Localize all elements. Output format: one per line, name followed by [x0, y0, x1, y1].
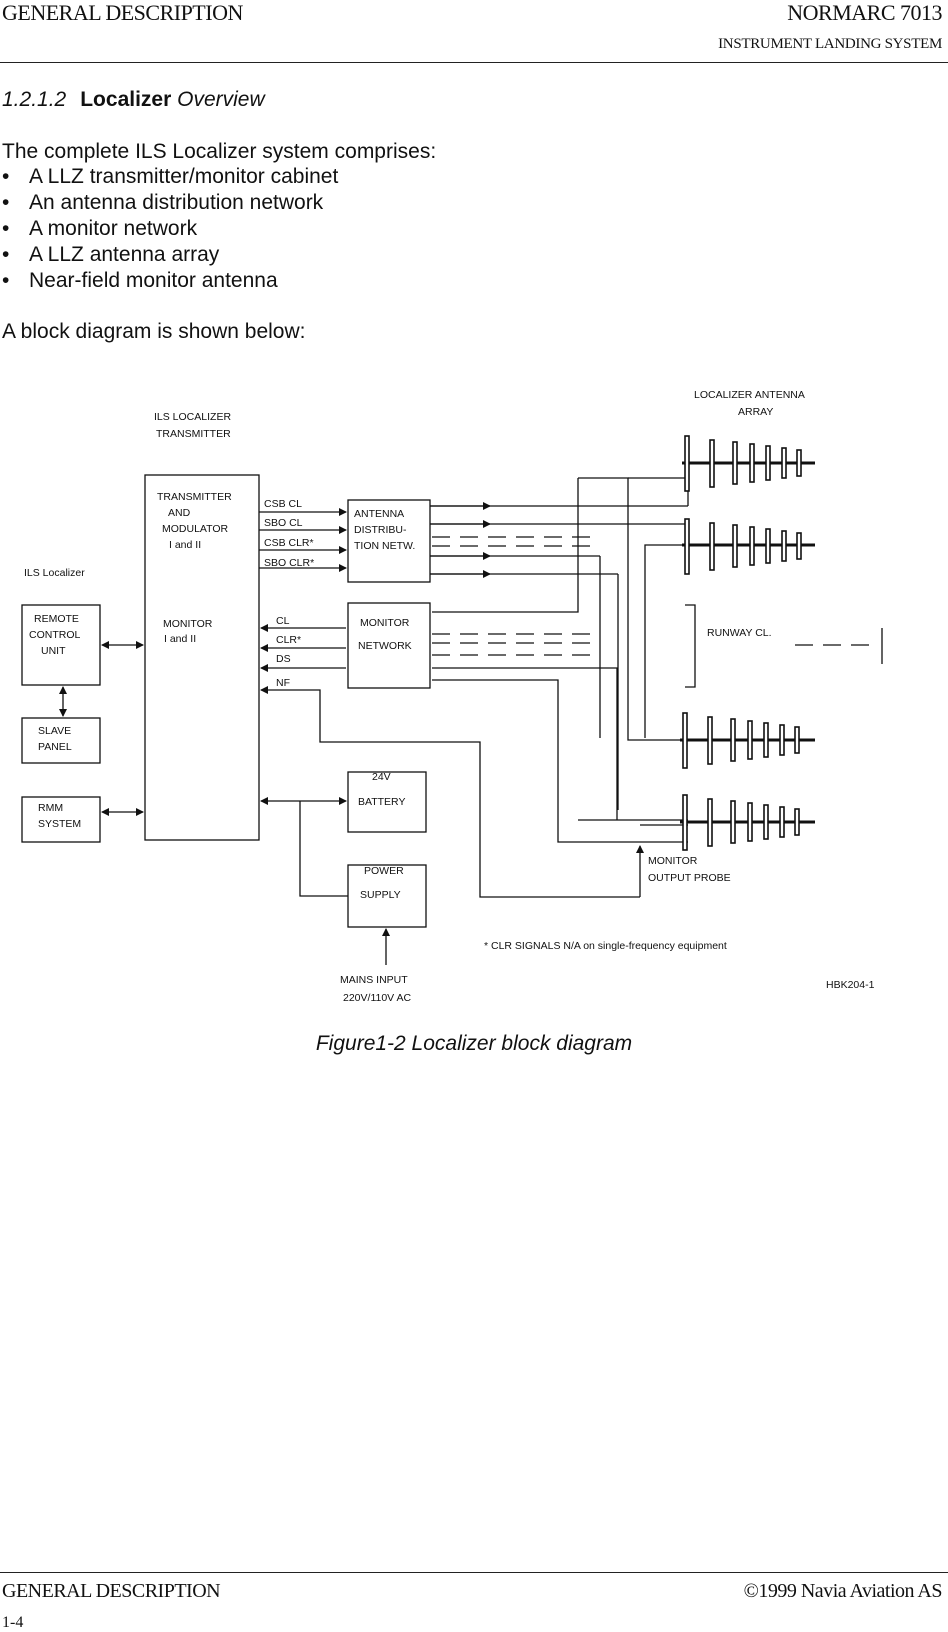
remote-control-box [21, 604, 101, 686]
label-monitor-network-2: NETWORK [358, 640, 412, 652]
label-tx-mod-2: AND [168, 507, 191, 519]
antenna-array-icon [680, 435, 815, 851]
label-tx-mod-3: MODULATOR [162, 523, 229, 535]
header-left: GENERAL DESCRIPTION [2, 0, 243, 25]
label-runway: RUNWAY CL. [707, 627, 772, 639]
bullet-icon: • [2, 165, 10, 188]
bullet-icon: • [2, 191, 10, 214]
battery-box [347, 771, 427, 833]
label-power-1: POWER [364, 865, 404, 877]
list-item: •A LLZ antenna array [2, 243, 220, 266]
list-item: •Near-field monitor antenna [2, 269, 278, 292]
label-nf: NF [276, 677, 290, 689]
label-sbo-cl: SBO CL [264, 517, 303, 529]
label-ils-tx-2: TRANSMITTER [156, 428, 231, 440]
label-remote-1: REMOTE [34, 613, 79, 625]
label-antenna-array: LOCALIZER ANTENNA [694, 389, 805, 401]
localizer-block-diagram: LOCALIZER ANTENNA ARRAY ILS LOCALIZER TR… [21, 389, 883, 1004]
label-antenna-dist-2: DISTRIBU- [354, 524, 407, 536]
label-footnote: * CLR SIGNALS N/A on single-frequency eq… [484, 940, 727, 952]
label-ds: DS [276, 653, 291, 665]
label-probe-1: MONITOR [648, 855, 698, 867]
label-rmm-2: SYSTEM [38, 818, 81, 830]
diagram-intro: A block diagram is shown below: [2, 320, 306, 343]
monitor-network-box [347, 602, 431, 689]
label-mains-2: 220V/110V AC [343, 992, 412, 1004]
label-power-2: SUPPLY [360, 889, 401, 901]
label-ils-tx-1: ILS LOCALIZER [154, 411, 231, 423]
label-csb-clr: CSB CLR* [264, 537, 314, 549]
antenna-distribution-box [347, 499, 431, 583]
label-probe-2: OUTPUT PROBE [648, 872, 731, 884]
footer-right: ©1999 Navia Aviation AS [743, 1580, 943, 1602]
footer-rule [0, 1572, 948, 1573]
label-battery-1: 24V [372, 771, 391, 783]
label-slave-1: SLAVE [38, 725, 71, 737]
list-item: •A LLZ transmitter/monitor cabinet [2, 165, 339, 188]
list-item: •A monitor network [2, 217, 198, 240]
footer-left: GENERAL DESCRIPTION [2, 1580, 221, 1602]
label-antenna-dist-3: TION NETW. [354, 540, 415, 552]
label-remote-2: CONTROL [29, 629, 80, 641]
header-rule [0, 62, 948, 63]
label-ils-localizer: ILS Localizer [24, 567, 85, 579]
section-title-italic: Overview [177, 88, 265, 111]
label-clr: CLR* [276, 634, 301, 646]
page-number: 1-4 [2, 1614, 24, 1631]
label-monitor-network-1: MONITOR [360, 617, 410, 629]
header-right: NORMARC 7013 [787, 0, 942, 25]
figure-caption: Figure1-2 Localizer block diagram [315, 1032, 633, 1055]
label-monitor-1: MONITOR [163, 618, 213, 630]
bullet-icon: • [2, 243, 10, 266]
label-tx-mod-4: I and II [169, 539, 201, 551]
intro-text: The complete ILS Localizer system compri… [2, 140, 437, 163]
bullet-icon: • [2, 217, 10, 240]
label-battery-2: BATTERY [358, 796, 405, 808]
header-subtitle: INSTRUMENT LANDING SYSTEM [718, 36, 942, 52]
label-antenna-dist-1: ANTENNA [354, 508, 404, 520]
label-slave-2: PANEL [38, 741, 72, 753]
label-cl: CL [276, 615, 290, 627]
label-csb-cl: CSB CL [264, 498, 302, 510]
label-code: HBK204-1 [826, 979, 875, 991]
list-item: •An antenna distribution network [2, 191, 324, 214]
section-heading: 1.2.1.2 Localizer Overview [2, 88, 265, 112]
label-monitor-2: I and II [164, 633, 196, 645]
label-antenna-array-2: ARRAY [738, 406, 773, 418]
slave-panel-box [21, 717, 101, 764]
label-sbo-clr: SBO CLR* [264, 557, 314, 569]
transmitter-cabinet-box [144, 474, 260, 841]
section-title-bold: Localizer [80, 88, 172, 111]
label-mains-1: MAINS INPUT [340, 974, 408, 986]
section-number: 1.2.1.2 [2, 88, 67, 111]
label-tx-mod-1: TRANSMITTER [157, 491, 232, 503]
label-rmm-1: RMM [38, 802, 63, 814]
label-remote-3: UNIT [41, 645, 66, 657]
bullet-icon: • [2, 269, 10, 292]
rmm-system-box [21, 796, 101, 843]
